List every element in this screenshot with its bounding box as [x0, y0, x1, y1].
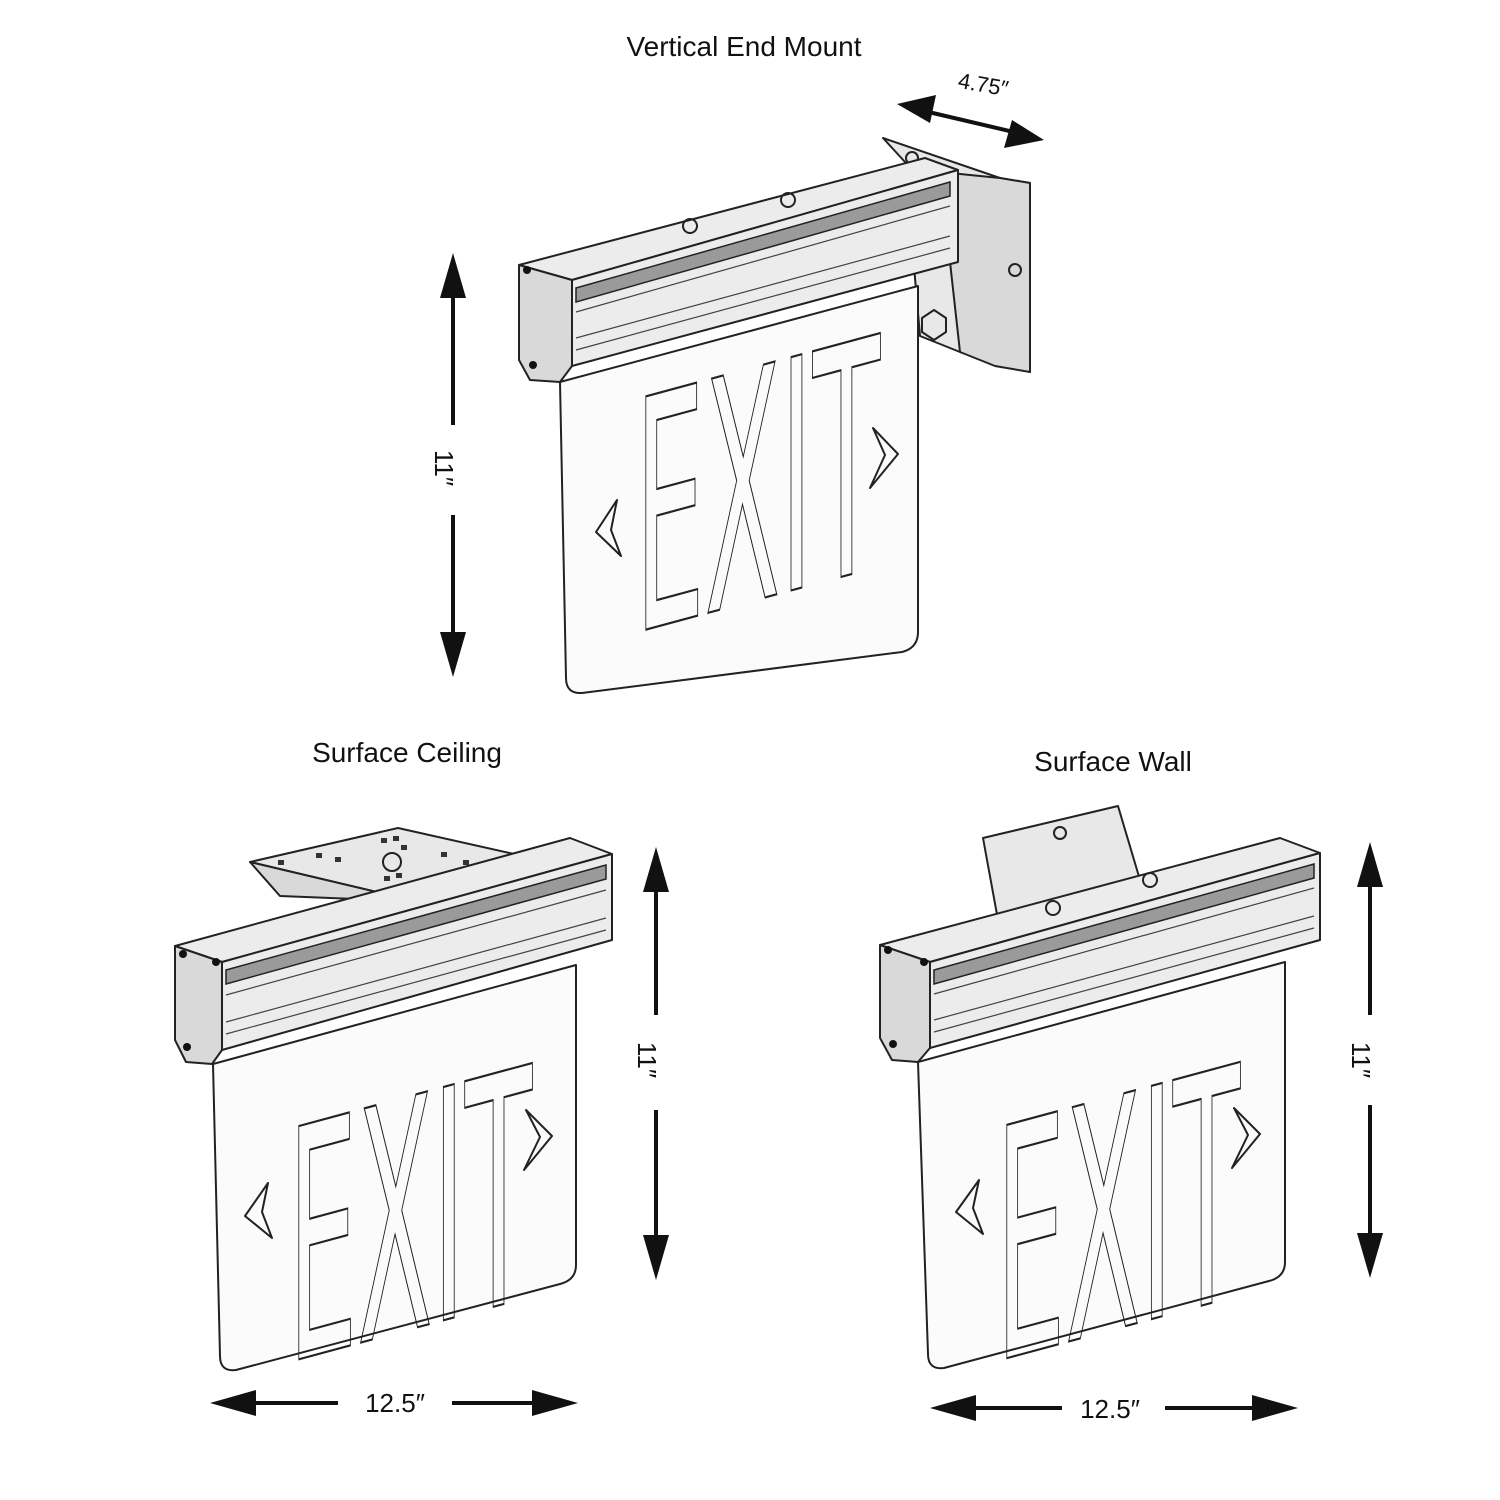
- dimension-height-surface-ceiling: 11″: [632, 847, 669, 1280]
- width-label-surface-wall: 12.5″: [1080, 1394, 1140, 1424]
- vertical-end-mount-fixture: EXIT: [518, 137, 1031, 709]
- exit-sign-panel: [212, 964, 577, 1372]
- dimension-width-surface-ceiling: 12.5″: [210, 1388, 578, 1418]
- chevron-right-icon: [1231, 1107, 1261, 1169]
- dimension-depth-vertical-end: 4.75″: [897, 68, 1044, 148]
- ceiling-screw-icon: [382, 852, 402, 872]
- height-label-surface-wall: 11″: [1346, 1042, 1376, 1078]
- surface-wall-fixture: EXIT: [879, 805, 1321, 1438]
- exit-letters-surface-wall: EXIT: [995, 997, 1243, 1438]
- exit-letters-surface-ceiling: EXIT: [287, 998, 535, 1439]
- exit-sign-panel: [559, 285, 919, 695]
- width-label-surface-ceiling: 12.5″: [365, 1388, 425, 1418]
- mount-screw-icon: [1008, 263, 1022, 277]
- title-vertical-end-mount: Vertical End Mount: [626, 31, 862, 62]
- dimension-width-surface-wall: 12.5″: [930, 1394, 1298, 1424]
- housing-end-cap: [518, 264, 573, 383]
- chevron-right-icon: [869, 427, 899, 489]
- knockout-nut-icon: [921, 309, 947, 341]
- wall-screw-icon: [1053, 826, 1067, 840]
- height-label-vertical-end: 11″: [429, 450, 459, 486]
- chevron-left-icon: [595, 499, 622, 557]
- chevron-right-icon: [523, 1109, 553, 1171]
- surface-ceiling-fixture: EXIT: [174, 827, 613, 1439]
- exit-sign-panel: [917, 961, 1286, 1370]
- svg-text:EXIT: EXIT: [288, 999, 534, 1438]
- chevron-left-icon: [244, 1182, 273, 1239]
- title-surface-ceiling: Surface Ceiling: [312, 737, 502, 768]
- svg-text:EXIT: EXIT: [635, 269, 882, 708]
- chevron-left-icon: [955, 1179, 984, 1235]
- height-label-surface-ceiling: 11″: [632, 1042, 662, 1078]
- depth-label-vertical-end: 4.75″: [956, 68, 1010, 101]
- title-surface-wall: Surface Wall: [1034, 746, 1192, 777]
- dimension-height-vertical-end: 11″: [429, 253, 466, 677]
- dimension-height-surface-wall: 11″: [1346, 842, 1383, 1278]
- svg-text:EXIT: EXIT: [996, 998, 1242, 1437]
- exit-letters-vertical-end: EXIT: [634, 268, 883, 709]
